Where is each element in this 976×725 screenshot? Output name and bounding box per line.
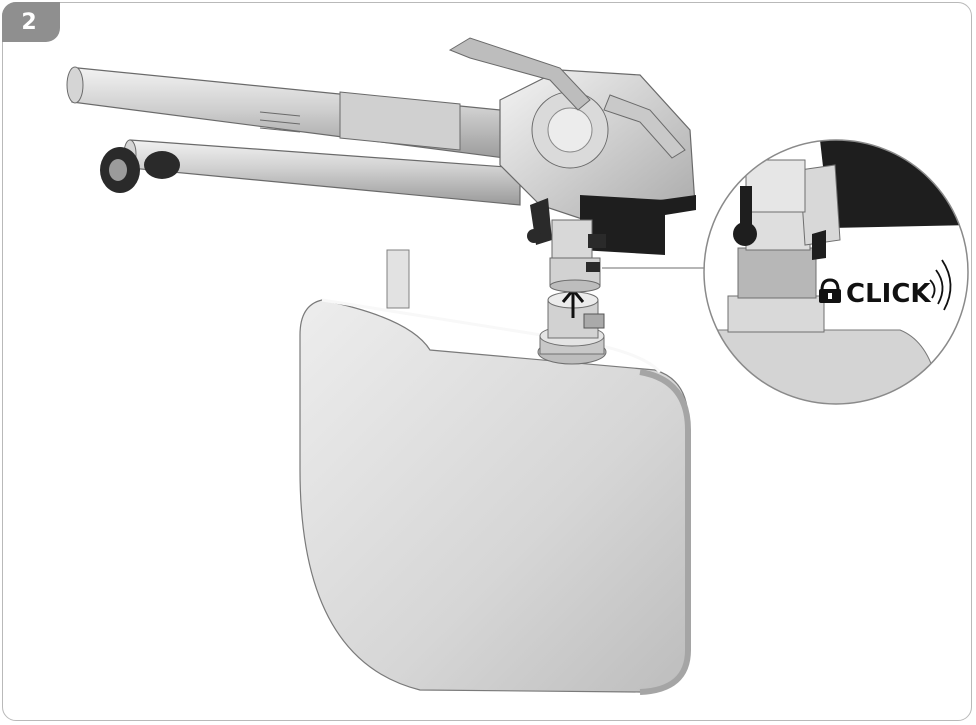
step-badge: 2 [2, 2, 60, 42]
step-number: 2 [21, 9, 37, 35]
lock-icon [819, 278, 841, 303]
zoom-callout [703, 139, 969, 405]
blower-outlet [549, 219, 606, 293]
collection-bag [299, 249, 691, 695]
click-label: CLICK [846, 279, 931, 309]
sound-waves-icon [929, 259, 952, 311]
wheels [100, 147, 180, 193]
bag-connector [537, 291, 607, 365]
